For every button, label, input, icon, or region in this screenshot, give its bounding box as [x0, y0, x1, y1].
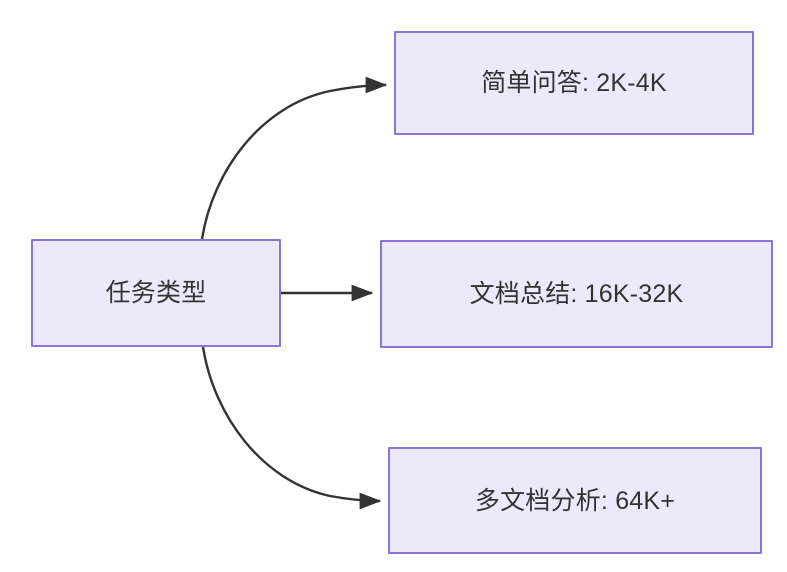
- node-doc-summary[interactable]: 文档总结: 16K-32K: [380, 240, 773, 348]
- node-task-type[interactable]: 任务类型: [31, 239, 281, 347]
- node-task-type-label: 任务类型: [105, 279, 207, 307]
- node-doc-summary-label: 文档总结: 16K-32K: [469, 280, 684, 308]
- edge-task-type-to-simple-qa: [200, 76, 388, 240]
- node-multi-doc[interactable]: 多文档分析: 64K+: [388, 447, 762, 554]
- node-multi-doc-label: 多文档分析: 64K+: [474, 486, 676, 515]
- edge-task-type-to-multi-doc: [201, 346, 382, 510]
- node-simple-qa-label: 简单问答: 2K-4K: [481, 69, 667, 97]
- node-simple-qa[interactable]: 简单问答: 2K-4K: [394, 31, 754, 135]
